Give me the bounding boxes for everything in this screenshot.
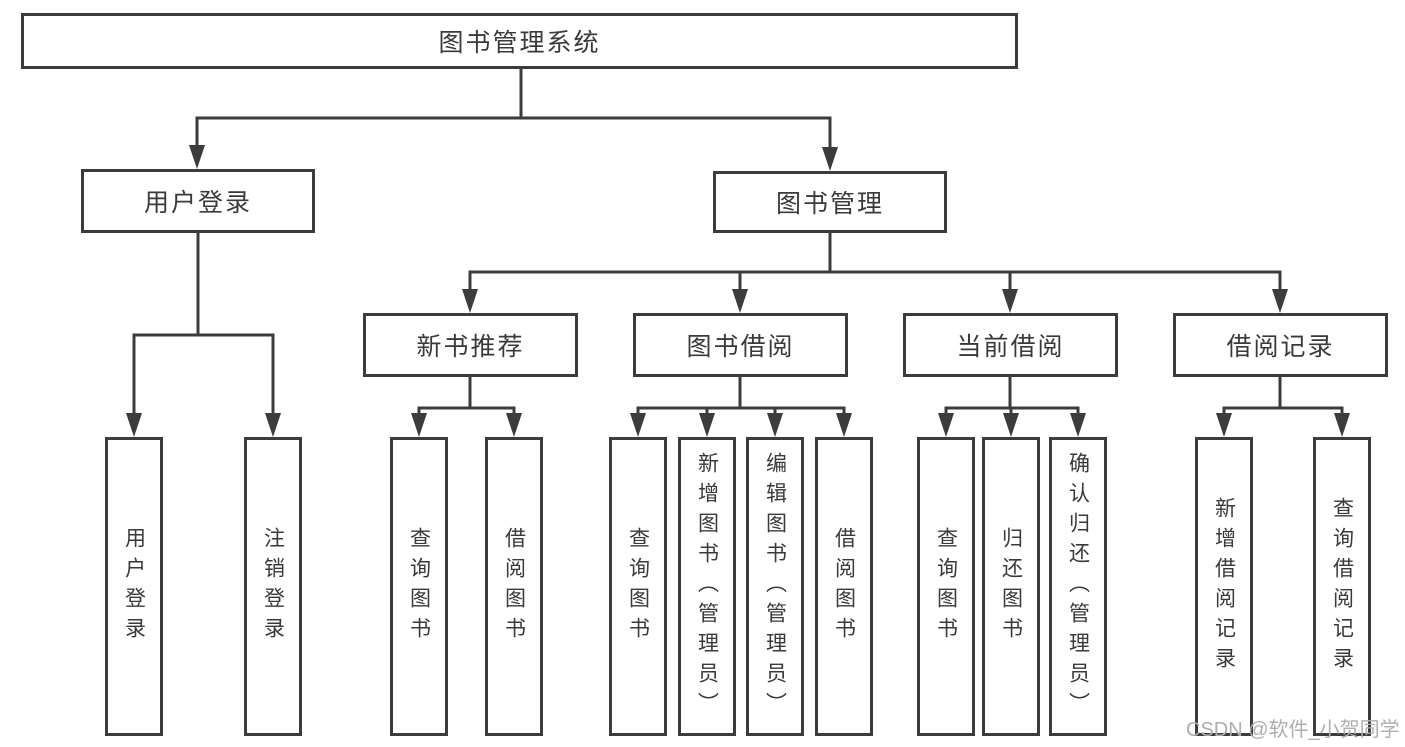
node-current-borrowing: 当前借阅: [903, 313, 1118, 377]
leaf-borrow-books-recommend: 借阅图书: [485, 437, 543, 736]
node-book-management: 图书管理: [713, 171, 947, 233]
leaf-logout: 注销登录: [244, 437, 302, 736]
leaf-return-books: 归还图书: [982, 437, 1040, 736]
node-new-book-recommend: 新书推荐: [363, 313, 578, 377]
leaf-query-books-recommend: 查询图书: [390, 437, 448, 736]
node-user-login: 用户登录: [81, 169, 315, 233]
leaf-query-borrow-record: 查询借阅记录: [1313, 437, 1371, 736]
arrowheads: [126, 145, 1350, 437]
leaf-add-book-admin: 新增图书（管理员）: [678, 437, 736, 736]
node-book-borrowing: 图书借阅: [633, 313, 848, 377]
node-borrowing-records: 借阅记录: [1173, 313, 1388, 377]
leaf-query-books-current: 查询图书: [917, 437, 975, 736]
leaf-add-borrow-record: 新增借阅记录: [1195, 437, 1253, 736]
leaf-confirm-return-admin: 确认归还（管理员）: [1049, 437, 1107, 736]
node-library-management-system: 图书管理系统: [21, 13, 1018, 69]
leaf-user-login: 用户登录: [105, 437, 163, 736]
leaf-borrow-books-borrowing: 借阅图书: [815, 437, 873, 736]
leaf-edit-book-admin: 编辑图书（管理员）: [746, 437, 804, 736]
leaf-query-books-borrowing: 查询图书: [609, 437, 667, 736]
csdn-watermark: CSDN @软件_小贺同学: [1186, 719, 1400, 741]
